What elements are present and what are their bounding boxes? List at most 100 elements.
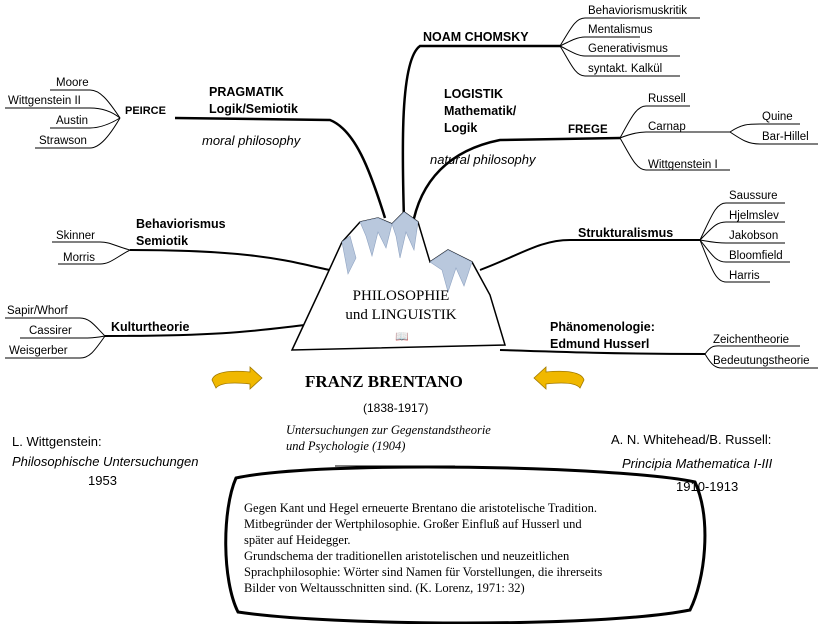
center-title-line2: und LINGUISTIK: [345, 307, 457, 323]
line-barhillel: [729, 131, 818, 145]
line-moore: [50, 89, 121, 119]
item-mentalismus: Mentalismus: [588, 24, 653, 36]
brentano-years: (1838-1917): [363, 401, 429, 415]
label-pragmatik: PRAGMATIK Logik/Semiotik: [209, 84, 298, 118]
right-ref-author: A. N. Whitehead/B. Russell:: [611, 432, 772, 447]
line-austin: [50, 117, 121, 129]
line-jakobson: [699, 239, 785, 244]
quote-line: Bilder von Weltausschnitten sind. (K. Lo…: [244, 581, 525, 595]
item-strawson: Strawson: [39, 135, 87, 147]
line-carnap: [619, 131, 730, 139]
arrow-right-icon: [533, 366, 585, 390]
item-carnap: Carnap: [648, 121, 686, 133]
branch-phaenomenologie: [499, 349, 706, 355]
center-title: PHILOSOPHIE und LINGUISTIK: [328, 287, 474, 325]
label-logistik: LOGISTIK Mathematik/ Logik: [444, 86, 516, 137]
label-behaviorismus-line1: Behaviorismus: [136, 217, 226, 231]
item-wittgenstein2: Wittgenstein II: [8, 95, 81, 107]
line-zeichentheorie: [704, 345, 800, 355]
left-ref-year: 1953: [88, 473, 117, 488]
item-zeichentheorie: Zeichentheorie: [713, 334, 790, 346]
label-behaviorismus: Behaviorismus Semiotik: [136, 216, 226, 250]
left-ref-title: Philosophische Untersuchungen: [12, 454, 199, 469]
item-sapir: Sapir/Whorf: [7, 305, 68, 317]
label-phaenomenologie-line2: Edmund Husserl: [550, 337, 650, 351]
line-strawson: [35, 117, 121, 149]
line-wittgenstein2: [5, 107, 121, 119]
branch-pragmatik: [174, 116, 387, 219]
note-natural: natural philosophy: [430, 152, 536, 167]
item-quine: Quine: [762, 111, 793, 123]
mountain: [290, 211, 507, 351]
item-russell: Russell: [648, 93, 686, 105]
brentano-arrows: [211, 366, 585, 390]
line-cassirer: [20, 335, 106, 339]
item-syntakt: syntakt. Kalkül: [588, 63, 663, 75]
line-hjelmslev: [699, 221, 785, 241]
item-harris: Harris: [729, 270, 760, 282]
label-logistik-line3: Logik: [444, 121, 478, 135]
item-skinner: Skinner: [56, 230, 95, 242]
branch-chomsky: [401, 44, 560, 221]
label-phaenomenologie: Phänomenologie: Edmund Husserl: [550, 319, 655, 353]
line-russell: [619, 105, 690, 139]
line-bedeutungstheorie: [704, 353, 818, 369]
item-bedeutungstheorie: Bedeutungstheorie: [713, 355, 810, 367]
item-jakobson: Jakobson: [729, 230, 779, 242]
quote-line: Sprachphilosophie: Wörter sind Namen für…: [244, 565, 603, 579]
arrow-left-icon: [211, 366, 263, 390]
label-logistik-line1: LOGISTIK: [444, 87, 504, 101]
item-wittgenstein1: Wittgenstein I: [648, 159, 718, 171]
item-cassirer: Cassirer: [29, 325, 72, 337]
quote-text: Gegen Kant und Hegel erneuerte Brentano …: [244, 500, 602, 596]
item-bloomfield: Bloomfield: [729, 250, 783, 262]
line-skinner: [52, 241, 131, 251]
line-quine: [729, 123, 800, 133]
right-ref-year: 1910-1913: [676, 479, 739, 494]
label-pragmatik-line2: Logik/Semiotik: [209, 102, 298, 116]
brentano-name: FRANZ BRENTANO: [305, 372, 463, 391]
line-weisgerber: [5, 335, 106, 359]
brentano-work-line2: und Psychologie (1904): [286, 439, 406, 453]
item-behaviorismuskritik: Behaviorismuskritik: [588, 5, 688, 17]
quote-bubble: [224, 465, 707, 624]
line-saussure: [699, 202, 785, 241]
quote-line: Mitbegründer der Wertphilosophie. Großer…: [244, 517, 582, 531]
item-saussure: Saussure: [729, 190, 778, 202]
item-hjelmslev: Hjelmslev: [729, 210, 779, 222]
label-chomsky: NOAM CHOMSKY: [423, 30, 529, 44]
right-ref-title: Principia Mathematica I-III: [622, 456, 773, 471]
branch-logistik: [410, 136, 621, 229]
label-logistik-line2: Mathematik/: [444, 104, 517, 118]
line-behaviorismuskritik: [559, 17, 700, 47]
item-weisgerber: Weisgerber: [9, 345, 68, 357]
left-ref-author: L. Wittgenstein:: [12, 434, 102, 449]
quote-line: später auf Heidegger.: [244, 533, 351, 547]
item-barhillel: Bar-Hillel: [762, 131, 809, 143]
item-moore: Moore: [56, 77, 89, 89]
item-generativismus: Generativismus: [588, 43, 668, 55]
line-mentalismus: [559, 36, 640, 47]
branch-kulturtheorie: [104, 324, 306, 337]
quote-line: Gegen Kant und Hegel erneuerte Brentano …: [244, 501, 598, 515]
brentano-work-line1: Untersuchungen zur Gegenstandstheorie: [286, 423, 491, 437]
note-moral: moral philosophy: [202, 133, 301, 148]
center-title-line1: PHILOSOPHIE: [352, 288, 450, 304]
label-frege: FREGE: [568, 124, 608, 136]
line-sapir: [5, 317, 106, 337]
label-strukturalismus: Strukturalismus: [578, 226, 674, 240]
brentano-work: Untersuchungen zur Gegenstandstheorie un…: [286, 422, 491, 454]
line-bloomfield: [699, 239, 790, 263]
line-generativismus: [559, 45, 680, 57]
item-austin: Austin: [56, 115, 88, 127]
line-syntakt: [559, 45, 680, 77]
label-behaviorismus-line2: Semiotik: [136, 234, 189, 248]
label-pragmatik-line1: PRAGMATIK: [209, 85, 284, 99]
branch-behaviorismus: [129, 249, 331, 271]
line-harris: [699, 239, 770, 283]
label-kulturtheorie: Kulturtheorie: [111, 320, 190, 334]
branch-strukturalismus: [479, 239, 700, 271]
quote-line: Grundschema der traditionellen aristotel…: [244, 549, 570, 563]
